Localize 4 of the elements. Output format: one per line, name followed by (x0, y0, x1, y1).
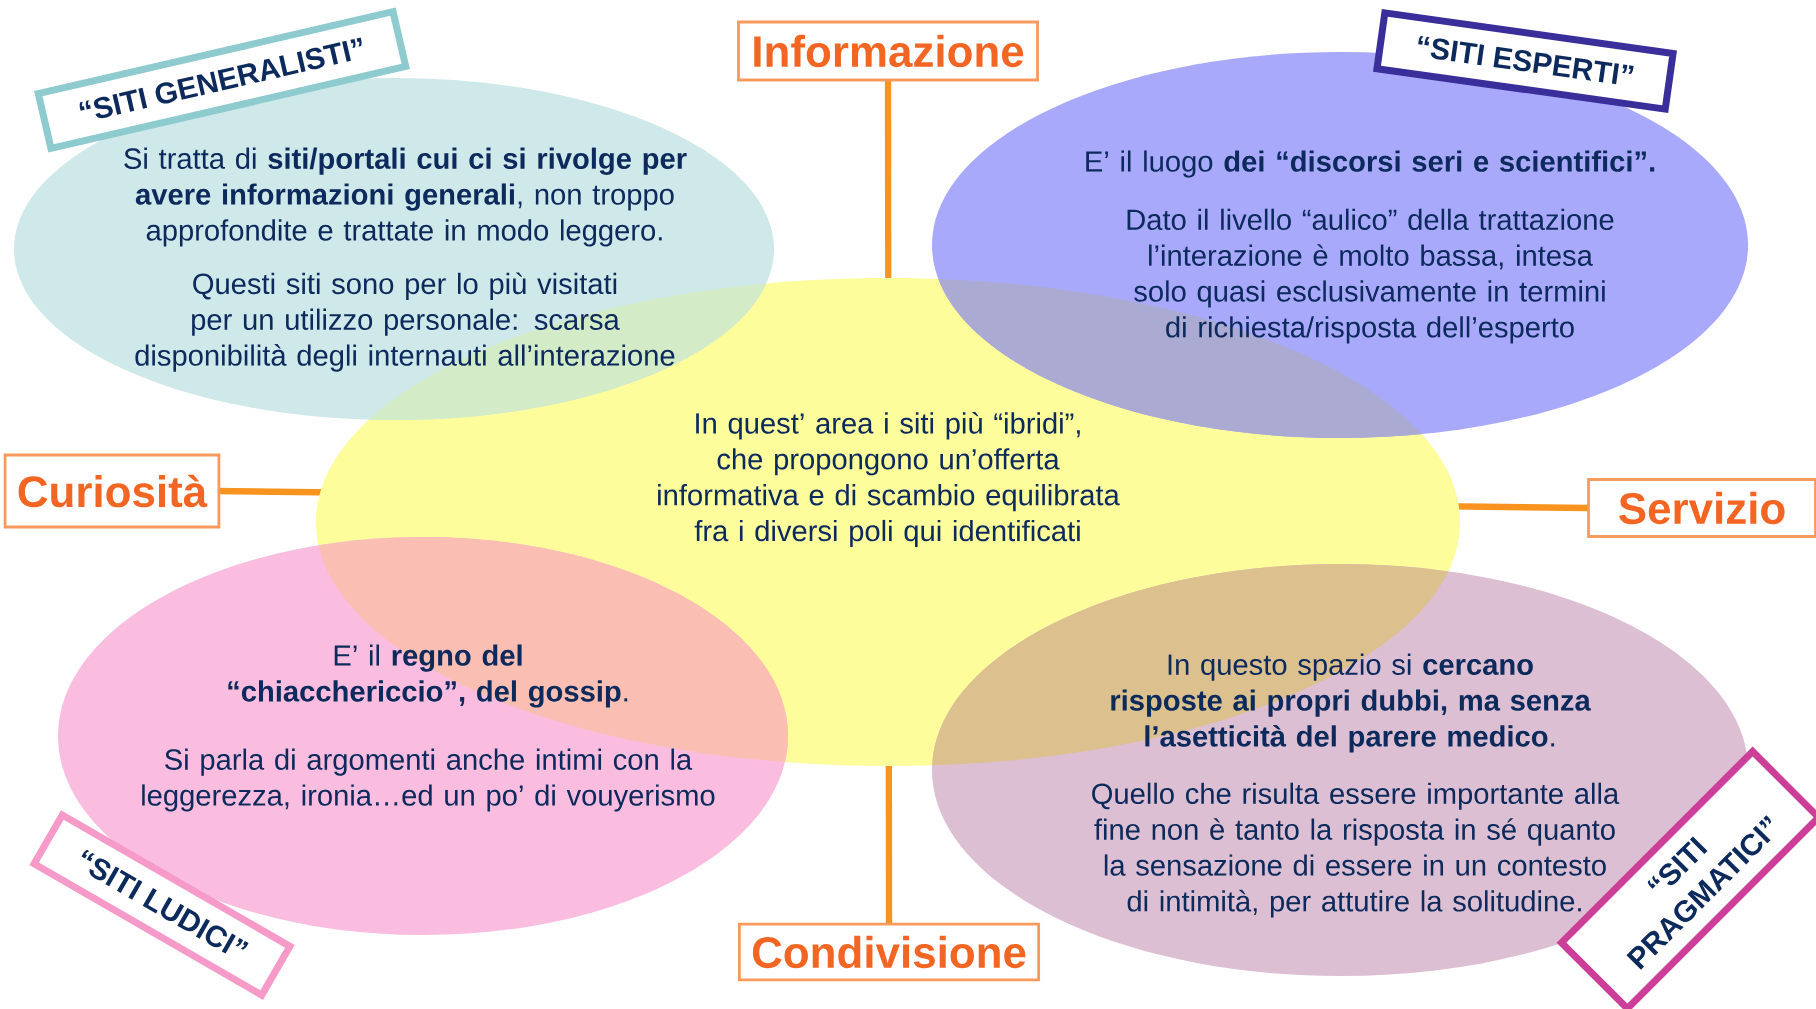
axis-label: Condivisione (738, 922, 1041, 982)
axis-label: Curiosità (3, 453, 221, 529)
axis-label: Informazione (737, 20, 1039, 82)
axis-label: Servizio (1587, 478, 1816, 538)
